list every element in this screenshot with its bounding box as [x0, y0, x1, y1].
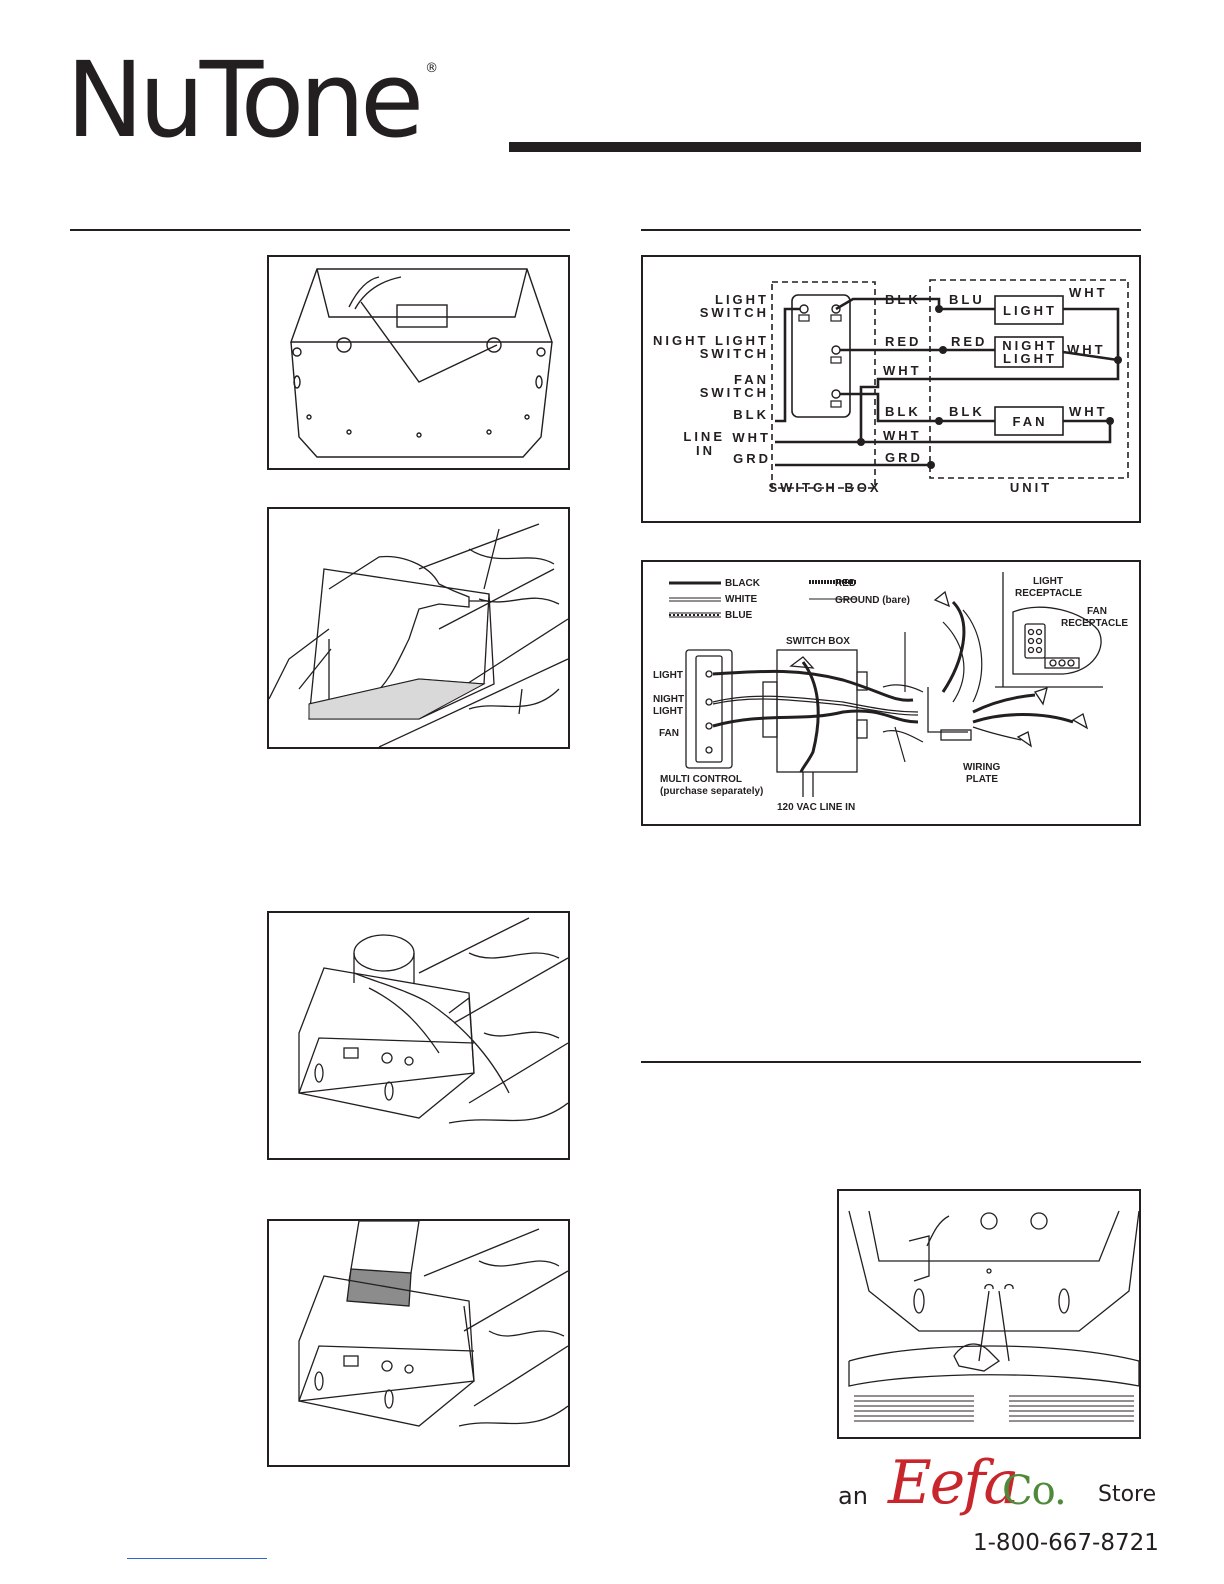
label-light-switch: SWITCH — [700, 305, 769, 320]
brand-logo: NuTone® — [66, 48, 438, 152]
footer-link-underline[interactable] — [127, 1558, 267, 1559]
store-phone[interactable]: 1-800-667-8721 — [973, 1530, 1159, 1556]
label-fan-receptacle: RECEPTACLE — [1061, 618, 1128, 629]
label-night-light: LIGHT — [653, 706, 683, 717]
label-night: NIGHT — [653, 694, 684, 705]
wire-red-2: RED — [951, 334, 987, 349]
label-line-grd: GRD — [733, 451, 771, 466]
wire-blk-3: BLK — [949, 404, 985, 419]
duct-attached-illustration — [298, 1220, 569, 1427]
label-switch-box: SWITCH BOX — [786, 636, 850, 647]
figure-duct-connector — [267, 911, 570, 1160]
registered-mark: ® — [425, 61, 439, 76]
wire-wht-4: WHT — [1067, 342, 1106, 357]
label-light: LIGHT — [715, 292, 769, 307]
wire-wht-5: WHT — [1069, 404, 1108, 419]
figure-housing-tabs — [267, 255, 570, 470]
brand-name: NuTone — [66, 39, 424, 161]
drill-mounting-illustration — [268, 523, 569, 748]
store-logo-eefa: Eefa — [888, 1448, 1019, 1518]
figure-wiring-schematic: LIGHT SWITCH NIGHT LIGHT SWITCH FAN SWIT… — [641, 255, 1141, 523]
figure-duct-attached — [267, 1219, 570, 1467]
label-line-wht: WHT — [732, 430, 771, 445]
legend-ground: GROUND (bare) — [835, 595, 910, 606]
figure-wiring-pictorial: BLACK WHITE BLUE RED GROUND (bare) — [641, 560, 1141, 826]
label-night-light-switch: SWITCH — [700, 346, 769, 361]
label-unit: UNIT — [1010, 480, 1052, 495]
wire-blk-1: BLK — [885, 292, 921, 307]
wiring-schematic-diagram: LIGHT SWITCH NIGHT LIGHT SWITCH FAN SWIT… — [653, 279, 1129, 495]
label-plate: PLATE — [966, 774, 998, 785]
label-line: LINE — [683, 429, 725, 444]
left-column-rule — [70, 229, 570, 231]
figure-grille-install — [837, 1189, 1141, 1439]
right-section-rule — [641, 1061, 1141, 1063]
housing-tabs-illustration — [290, 268, 553, 458]
label-night-light: NIGHT LIGHT — [653, 333, 769, 348]
legend-white: WHITE — [725, 594, 758, 605]
wire-blk-2: BLK — [885, 404, 921, 419]
wire-wht-1: WHT — [883, 363, 922, 378]
wire-red-1: RED — [885, 334, 921, 349]
wire-wht-2: WHT — [883, 428, 922, 443]
wire-wht-3: WHT — [1069, 285, 1108, 300]
label-line-blk: BLK — [733, 407, 769, 422]
component-night: NIGHT — [1002, 338, 1057, 353]
component-light: LIGHT — [1003, 303, 1057, 318]
right-column-rule — [641, 229, 1141, 231]
wiring-pictorial-diagram: BLACK WHITE BLUE RED GROUND (bare) — [653, 572, 1128, 813]
header-bar — [509, 142, 1141, 152]
label-switch-box: SWITCH BOX — [768, 480, 881, 495]
label-purchase-separately: (purchase separately) — [660, 786, 763, 797]
component-fan: FAN — [1013, 414, 1048, 429]
label-fan: FAN — [734, 372, 769, 387]
label-line-in: 120 VAC LINE IN — [777, 802, 855, 813]
store-prefix: an — [838, 1482, 868, 1510]
store-suffix: Store — [1098, 1482, 1157, 1507]
wire-grd: GRD — [885, 450, 923, 465]
store-logo-co: Co. — [1002, 1468, 1067, 1514]
label-multi-control: MULTI CONTROL — [660, 774, 742, 785]
label-fan: FAN — [659, 728, 679, 739]
figure-drill-mounting — [267, 507, 570, 749]
label-in: IN — [696, 443, 715, 458]
wire-blu: BLU — [949, 292, 985, 307]
label-light-receptacle-top: LIGHT — [1033, 576, 1063, 587]
label-light-receptacle: RECEPTACLE — [1015, 588, 1082, 599]
label-light: LIGHT — [653, 670, 683, 681]
legend-red: RED — [835, 578, 856, 589]
label-fan-switch: SWITCH — [700, 385, 769, 400]
duct-connector-illustration — [298, 917, 569, 1124]
component-night-light: LIGHT — [1003, 351, 1057, 366]
legend-blue: BLUE — [725, 610, 753, 621]
legend-black: BLACK — [725, 578, 761, 589]
grille-install-illustration — [848, 1210, 1140, 1422]
label-wiring: WIRING — [963, 762, 1000, 773]
label-fan-receptacle-top: FAN — [1087, 606, 1107, 617]
